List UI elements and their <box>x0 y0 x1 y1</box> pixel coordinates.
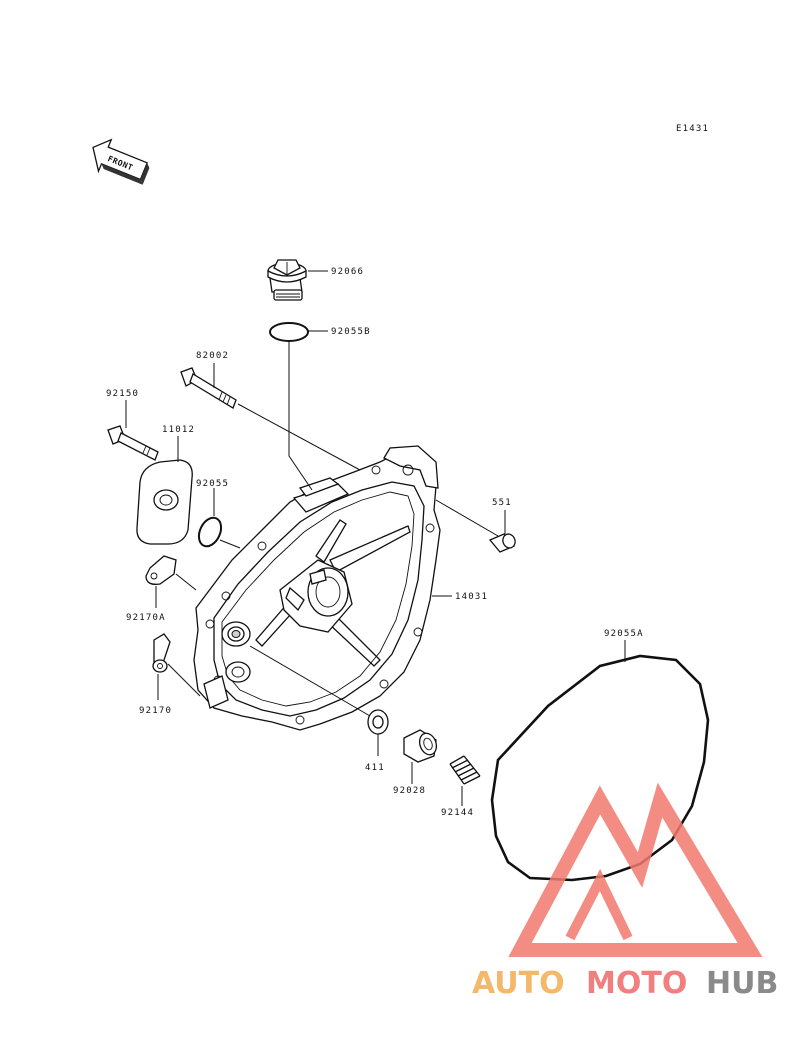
clamp-lower <box>152 633 171 673</box>
bolt-short <box>107 425 159 461</box>
guide-line-clamp-upper <box>175 573 197 591</box>
part-number-411: 411 <box>365 763 385 773</box>
part-number-82002: 82002 <box>196 351 229 361</box>
o-ring-cap <box>269 322 309 342</box>
watermark-brand-b: MOTO <box>586 966 687 1001</box>
clamp-upper <box>145 555 177 585</box>
guide-line-washer <box>249 645 371 717</box>
o-ring-small <box>197 516 223 548</box>
guide-line-oring <box>219 539 241 549</box>
part-number-92028: 92028 <box>393 786 426 796</box>
part-number-92055a: 92055A <box>604 629 644 639</box>
part-number-92150: 92150 <box>106 389 139 399</box>
part-number-551: 551 <box>492 498 512 508</box>
gasket-plate <box>136 459 193 545</box>
part-number-11012: 11012 <box>162 425 195 435</box>
clutch-cover <box>193 445 441 731</box>
part-number-92066: 92066 <box>331 267 364 277</box>
washer <box>367 709 389 735</box>
bolt-long <box>180 367 237 409</box>
guide-line-bolt <box>237 403 361 471</box>
spring <box>449 755 481 785</box>
guide-line-dowel <box>435 499 499 537</box>
cover-gasket <box>490 654 710 882</box>
guide-line-clamp-lower <box>167 663 201 697</box>
dowel-pin <box>488 533 516 553</box>
watermark-brand-c: HUB <box>706 966 778 1001</box>
part-number-92055b: 92055B <box>331 327 371 337</box>
oil-filler-cap <box>267 259 307 301</box>
part-number-92144: 92144 <box>441 808 474 818</box>
part-number-92170: 92170 <box>139 706 172 716</box>
watermark-logo-icon <box>508 782 763 957</box>
watermark-brand-a: AUTO <box>472 966 565 1001</box>
guide-line-cap <box>288 341 313 491</box>
part-number-92170a: 92170A <box>126 613 166 623</box>
part-number-92055: 92055 <box>196 479 229 489</box>
diagram-code: E1431 <box>676 124 709 134</box>
part-number-14031: 14031 <box>455 592 488 602</box>
collar <box>403 729 438 763</box>
front-arrow-icon: FRONT <box>92 138 150 185</box>
